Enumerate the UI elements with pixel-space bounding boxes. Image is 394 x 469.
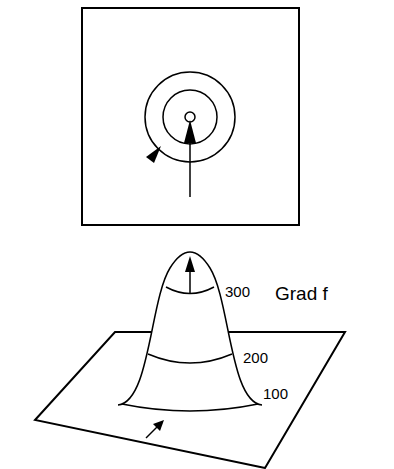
contour-value: 200 [242,350,269,367]
hill-direction-shaft [146,426,158,438]
map-frame [82,8,299,225]
contour-direction-arrow [146,146,161,163]
contour-value: 100 [262,386,289,403]
contour-middle [163,90,217,144]
gradient-arrow-shaft [189,140,191,197]
contour-value: 300 [224,284,251,301]
hill-direction-arrowhead [153,420,164,431]
hill-surface [118,252,262,405]
gradient-arrowhead [184,120,196,143]
contour-200 [148,354,232,363]
gradient-label: Grad f [274,284,329,305]
contour-100 [122,404,258,411]
hill-gradient-arrowhead [185,256,195,272]
